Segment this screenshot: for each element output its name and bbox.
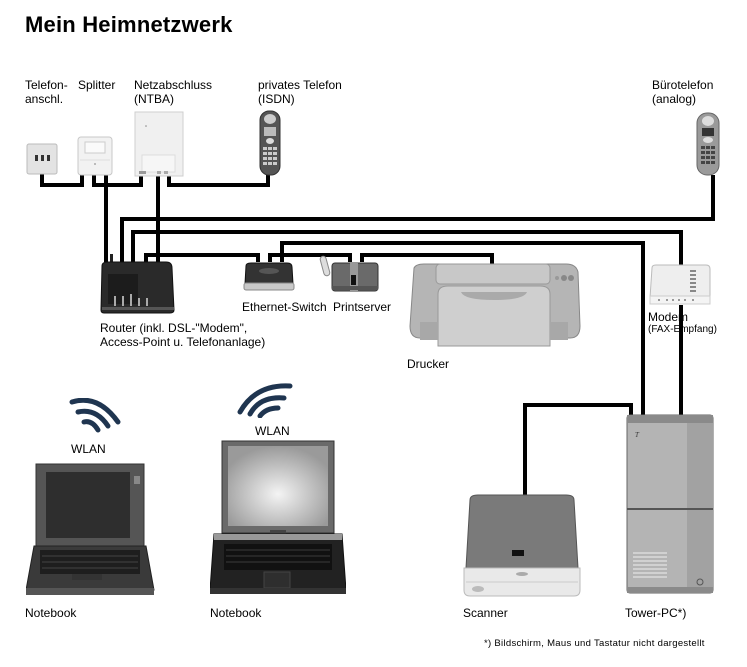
modem-icon	[649, 264, 711, 305]
cable-ntba-isdnphone	[167, 173, 270, 187]
label-telefonanschluss: Telefon- anschl.	[25, 78, 68, 106]
splitter-icon	[77, 136, 113, 176]
ethernet-switch-icon	[243, 262, 295, 291]
wlan-icon-1	[69, 398, 121, 433]
wlan-icon-2	[237, 383, 293, 418]
label-printserver: Printserver	[333, 300, 392, 314]
label-printer: Drucker	[407, 357, 450, 371]
scanner-icon	[463, 494, 581, 597]
notebook-2-icon	[210, 440, 346, 594]
label-tower-pc: Tower-PC*)	[625, 606, 687, 620]
cable-switch-printserver	[268, 253, 352, 262]
router-icon	[100, 254, 175, 314]
telefonanschluss-icon	[26, 143, 58, 175]
printserver-icon	[319, 255, 379, 292]
cable-scanner-towerpc	[523, 403, 633, 495]
cable-router-switch	[144, 253, 260, 262]
label-splitter: Splitter	[78, 78, 116, 92]
notebook-1-icon	[26, 463, 155, 595]
cable-router-modem	[131, 230, 683, 265]
label-wlan-2: WLAN	[255, 424, 290, 438]
label-switch: Ethernet-Switch	[242, 300, 327, 314]
label-router: Router (inkl. DSL-"Modem", Access-Point …	[100, 321, 266, 349]
isdn-phone-icon	[259, 110, 281, 176]
label-wlan-1: WLAN	[71, 442, 106, 456]
label-isdn-phone: privates Telefon (ISDN)	[258, 78, 342, 106]
label-scanner: Scanner	[463, 606, 508, 620]
office-phone-icon	[696, 112, 720, 176]
cable-splitter-ntba	[92, 173, 143, 187]
cable-tae-splitter	[40, 173, 84, 187]
label-modem: Modem (FAX-Empfang)	[648, 310, 717, 335]
tower-pc-icon: T	[626, 414, 714, 594]
label-office-phone: Bürotelefon (analog)	[652, 78, 714, 106]
ntba-icon	[134, 111, 184, 177]
footnote: *) Bildschirm, Maus und Tastatur nicht d…	[484, 638, 705, 649]
label-ntba: Netzabschluss (NTBA)	[134, 78, 213, 106]
label-notebook-1: Notebook	[25, 606, 77, 620]
cable-router-officephone	[120, 175, 715, 262]
page-title: Mein Heimnetzwerk	[25, 12, 233, 37]
printer-icon	[409, 263, 581, 347]
cable-printserver-printer	[360, 253, 494, 265]
svg-text:T: T	[635, 431, 640, 439]
label-notebook-2: Notebook	[210, 606, 262, 620]
cable-switch-towerpc	[280, 241, 645, 415]
